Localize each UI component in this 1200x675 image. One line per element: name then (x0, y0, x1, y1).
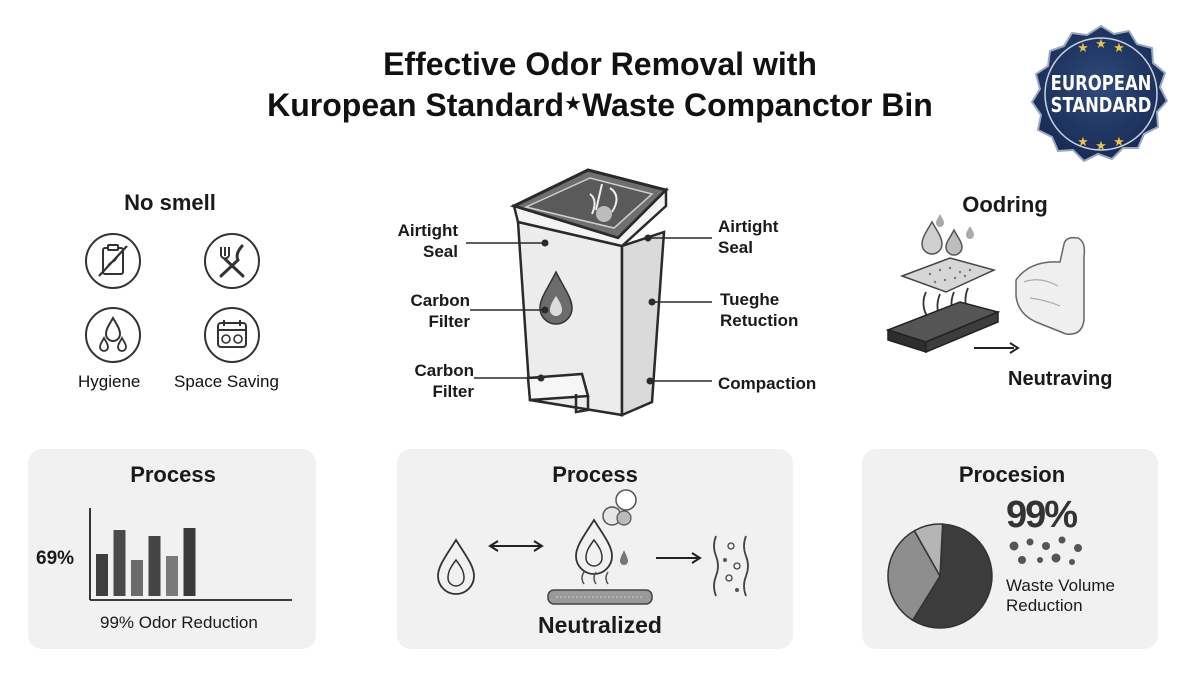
title-line-2: Kuropean Standard★Waste Companctor Bin (200, 84, 1000, 125)
particle-dots (1009, 536, 1082, 565)
svg-text:★: ★ (1077, 135, 1089, 150)
space-saving-label: Space Saving (174, 372, 279, 391)
star-icon: ★ (564, 93, 582, 115)
oodring-heading: Oodring (962, 192, 1048, 217)
panel-2-title: Process (552, 462, 638, 487)
title-line-1: Effective Odor Removal with (383, 46, 817, 82)
european-standard-badge: ★ ★ ★ ★ ★ ★ (1030, 24, 1169, 163)
no-smell-clipboard-icon (85, 233, 141, 289)
badge-text: EUROPEAN STANDARD (1040, 72, 1163, 116)
label-compaction: Compaction (718, 374, 817, 393)
neutralized-caption: Neutralized (538, 612, 662, 638)
svg-text:★: ★ (1113, 41, 1125, 56)
svg-text:★: ★ (1095, 37, 1107, 52)
badge-line-1: EUROPEAN (1050, 71, 1152, 95)
bar-5 (166, 556, 178, 596)
hygiene-label: Hygiene (78, 372, 141, 391)
bar-3 (131, 560, 143, 596)
panel-1-title: Process (130, 462, 216, 487)
odor-reduction-caption: 99% Odor Reduction (100, 613, 258, 632)
title-line-2-a: Kuropean Standard (267, 87, 565, 123)
flame-drop-icon (437, 538, 475, 595)
process-panel-2 (397, 449, 793, 649)
bar-2 (113, 530, 126, 596)
title-line-2-b: Waste Companctor Bin (582, 87, 933, 123)
no-smell-heading: No smell (124, 190, 216, 215)
pie-slice-1 (911, 523, 993, 629)
flame-icon (575, 518, 613, 575)
page-title: Effective Odor Removal with Kuropean Sta… (200, 44, 1000, 125)
bar-6 (183, 528, 196, 596)
utensils-icon (204, 233, 260, 289)
svg-text:★: ★ (1095, 139, 1107, 154)
svg-text:★: ★ (1077, 41, 1089, 56)
svg-text:★: ★ (1113, 135, 1125, 150)
double-arrow-icon (488, 540, 544, 552)
waste-volume-caption: Waste Volume Reduction (1006, 576, 1115, 615)
bar-4 (148, 536, 161, 596)
drops-icon (85, 307, 141, 363)
panel-3-title: Procesion (958, 462, 1066, 487)
pie-slice-3 (913, 523, 944, 579)
neutralized-cushion (1015, 236, 1086, 335)
filter-mesh-icon (713, 535, 749, 597)
pie-chart-value-label: 99% (1006, 494, 1078, 536)
calendar-gauge-icon (204, 307, 260, 363)
neutraving-caption: Neutraving (1008, 368, 1113, 390)
filter-sheet (899, 257, 997, 293)
bar-1 (96, 554, 108, 596)
process-panel-1 (28, 449, 316, 649)
badge-line-2: STANDARD (1050, 93, 1152, 117)
bar-chart-value-label: 69% (36, 548, 75, 569)
